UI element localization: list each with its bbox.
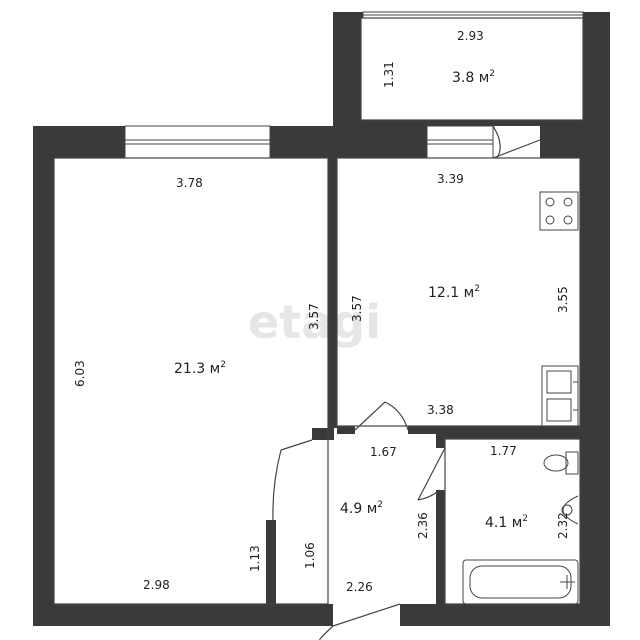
kitchen-left: 3.57 bbox=[350, 295, 364, 322]
hall-area: 4.9 м2 bbox=[340, 500, 383, 517]
kitchen-bottom: 3.38 bbox=[427, 403, 454, 417]
kitchen-area: 12.1 м2 bbox=[428, 284, 480, 301]
washbasin-icon bbox=[561, 495, 579, 525]
living-area: 21.3 м2 bbox=[174, 360, 226, 377]
hall-left: 1.06 bbox=[303, 542, 317, 569]
stove-icon bbox=[539, 191, 579, 231]
balcony-area: 3.8 м2 bbox=[452, 69, 495, 86]
kitchen-right: 3.55 bbox=[556, 286, 570, 313]
living-right: 3.57 bbox=[307, 303, 321, 330]
toilet-icon bbox=[543, 451, 579, 475]
watermark: etagi bbox=[248, 295, 381, 349]
hall-top: 1.67 bbox=[370, 445, 397, 459]
sink-icon bbox=[541, 365, 579, 427]
kitchen-top: 3.39 bbox=[437, 172, 464, 186]
doors bbox=[272, 125, 541, 640]
living-left: 6.03 bbox=[73, 360, 87, 387]
walls bbox=[33, 12, 610, 626]
living-top: 3.78 bbox=[176, 176, 203, 190]
windows bbox=[124, 11, 584, 159]
hall-right: 2.36 bbox=[416, 512, 430, 539]
balcony-depth: 1.31 bbox=[382, 61, 396, 88]
living-bottom: 2.98 bbox=[143, 578, 170, 592]
living-notch: 1.13 bbox=[248, 545, 262, 572]
bathtub-icon bbox=[462, 559, 579, 605]
hall-bottom: 2.26 bbox=[346, 580, 373, 594]
bath-area: 4.1 м2 bbox=[485, 514, 528, 531]
bath-right: 2.32 bbox=[556, 512, 570, 539]
bath-top: 1.77 bbox=[490, 444, 517, 458]
balcony-width: 2.93 bbox=[457, 29, 484, 43]
